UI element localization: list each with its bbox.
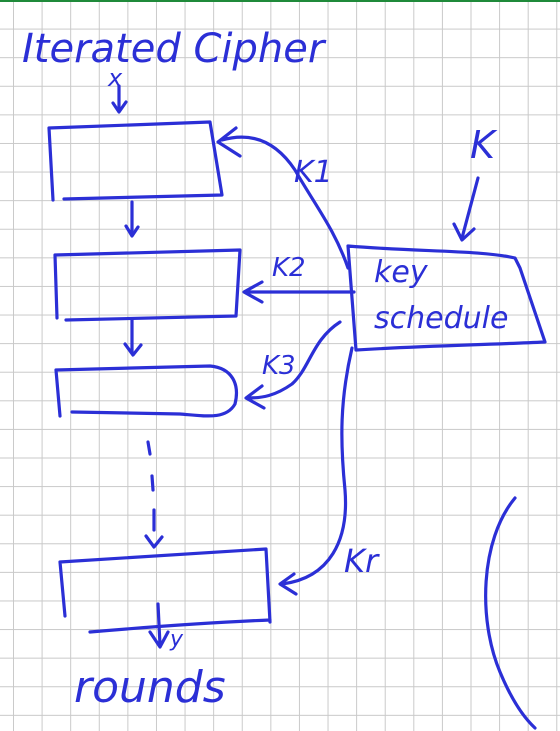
key-schedule-line1: key [374,255,429,290]
input-arrow [111,84,128,114]
key-schedule-line2: schedule [374,301,508,336]
round-arrow-1 [124,200,140,238]
round-box-2 [53,248,242,322]
round-arrow-2 [123,318,143,357]
round-key-label-2: K2 [272,253,306,283]
round-key-arrow-1 [216,126,350,270]
diagram-title: Iterated Cipher [22,26,327,72]
output-arrow [148,602,170,649]
round-box-3 [54,364,238,418]
key-schedule-box [346,244,547,352]
round-key-label-3: K3 [262,351,296,381]
page-top-rule [0,0,560,2]
rounds-label: rounds [74,662,226,713]
continuation-dashes [144,440,164,549]
round-key-arrow-r [278,346,354,596]
round-box-last [58,547,272,634]
round-key-arrow-3 [244,320,342,410]
round-key-arrow-2 [242,280,356,304]
round-key-label-1: K1 [294,155,333,190]
output-label: y [169,627,184,652]
round-key-label-r: Kr [344,542,380,580]
master-key-label: K [470,123,498,167]
master-key-arrow [452,176,480,242]
stray-arc [484,496,537,730]
round-box-1 [47,120,224,202]
